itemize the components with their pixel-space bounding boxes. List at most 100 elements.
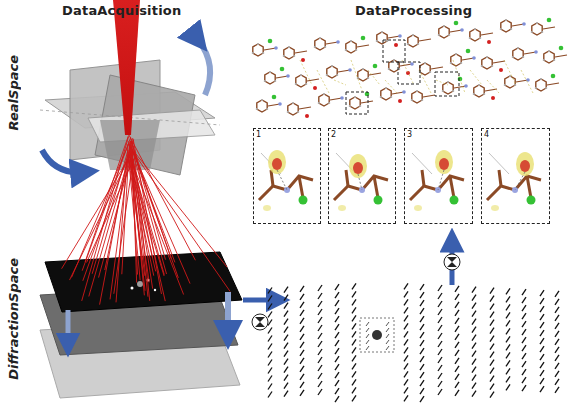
inset-drawing	[259, 150, 313, 211]
ring	[319, 94, 329, 106]
cl-atom	[373, 64, 378, 69]
lattice-streak	[300, 286, 304, 292]
lattice-streak	[506, 344, 510, 350]
bond	[361, 101, 373, 103]
lattice-streak	[455, 366, 459, 372]
bond	[555, 55, 567, 57]
lattice-streak	[420, 308, 424, 314]
h-atom	[257, 43, 259, 45]
h-atom	[359, 105, 361, 107]
lattice-streak	[522, 329, 526, 335]
lattice-streak	[352, 283, 356, 289]
n-atom	[340, 96, 344, 100]
h-atom	[510, 28, 512, 30]
lattice-streak	[300, 358, 304, 364]
lattice-streak	[352, 315, 356, 321]
n-atom	[410, 62, 414, 66]
lattice-streak	[404, 363, 408, 369]
lattice-streak	[472, 343, 476, 349]
lattice-streak	[268, 312, 272, 318]
h-atom	[500, 28, 502, 30]
diffracted-ray	[62, 152, 133, 268]
cl-atom	[374, 196, 383, 205]
h-atom	[293, 55, 295, 57]
lattice-streak	[472, 319, 476, 325]
hbond	[436, 80, 448, 85]
h-atom	[314, 46, 316, 48]
lattice-streak	[506, 368, 510, 374]
lattice-streak	[490, 320, 494, 326]
ring	[408, 35, 418, 47]
lattice-streak	[490, 288, 494, 294]
inset-drawing	[334, 153, 388, 211]
lattice-streak	[404, 283, 408, 289]
h-atom	[452, 90, 454, 92]
h-atom	[407, 43, 409, 45]
lattice-streak	[540, 330, 544, 336]
hbond	[402, 60, 414, 85]
lattice-streak	[352, 347, 356, 353]
ring	[532, 23, 542, 35]
lattice-box	[360, 318, 394, 352]
lattice-streak	[268, 376, 272, 382]
h-atom	[262, 52, 264, 54]
diffracted-ray	[82, 137, 129, 301]
lattice-streak	[300, 310, 304, 316]
lattice-streak	[420, 396, 424, 402]
lattice-streak	[420, 316, 424, 322]
ring	[315, 38, 325, 50]
cl-atom	[559, 46, 564, 51]
lattice-streak	[335, 292, 339, 298]
lattice-streak	[455, 294, 459, 300]
lattice-streak	[455, 382, 459, 388]
lattice-streak	[268, 360, 272, 366]
axis-label: DiffractionSpace	[6, 258, 21, 380]
lattice-streak	[522, 345, 526, 351]
h-atom	[455, 53, 457, 55]
h-atom	[292, 102, 294, 104]
lattice-streak	[522, 353, 526, 359]
lattice-streak	[335, 396, 339, 402]
lattice-streak	[404, 379, 408, 385]
lattice-streak	[300, 350, 304, 356]
lattice-streak	[300, 294, 304, 300]
h-atom	[319, 37, 321, 39]
ring	[284, 47, 294, 59]
density-insets	[259, 150, 541, 211]
lattice-streak	[455, 358, 459, 364]
o-atom	[313, 86, 317, 90]
lattice-streak	[472, 311, 476, 317]
lattice-streak	[420, 324, 424, 330]
lattice-streak	[455, 326, 459, 332]
bond	[493, 61, 505, 63]
h-atom	[548, 50, 550, 52]
lattice-streak	[335, 348, 339, 354]
hbond	[300, 60, 312, 85]
h-atom	[412, 34, 414, 36]
lattice-streak	[506, 352, 510, 358]
axis-label: RealSpace	[6, 55, 21, 130]
diffracted-ray	[130, 144, 190, 284]
bond	[338, 70, 350, 72]
h-atom	[256, 108, 258, 110]
h-atom	[504, 84, 506, 86]
n-atom	[534, 50, 538, 54]
lattice-streak	[420, 348, 424, 354]
lattice-streak	[455, 310, 459, 316]
hbond	[487, 80, 499, 93]
density-blob	[439, 158, 449, 170]
lattice-streak	[335, 364, 339, 370]
lattice-streak	[352, 379, 356, 385]
callout-number: 2	[331, 130, 336, 139]
diffracted-ray	[85, 136, 128, 262]
detector-frames	[40, 252, 242, 398]
o-atom	[398, 99, 402, 103]
bond	[543, 27, 555, 29]
h-atom	[380, 96, 382, 98]
cl-atom	[527, 196, 536, 205]
bond	[392, 92, 404, 94]
lattice-streak	[352, 395, 356, 401]
lattice-streak	[352, 339, 356, 345]
lattice-streak	[284, 351, 288, 357]
bond	[431, 67, 443, 69]
